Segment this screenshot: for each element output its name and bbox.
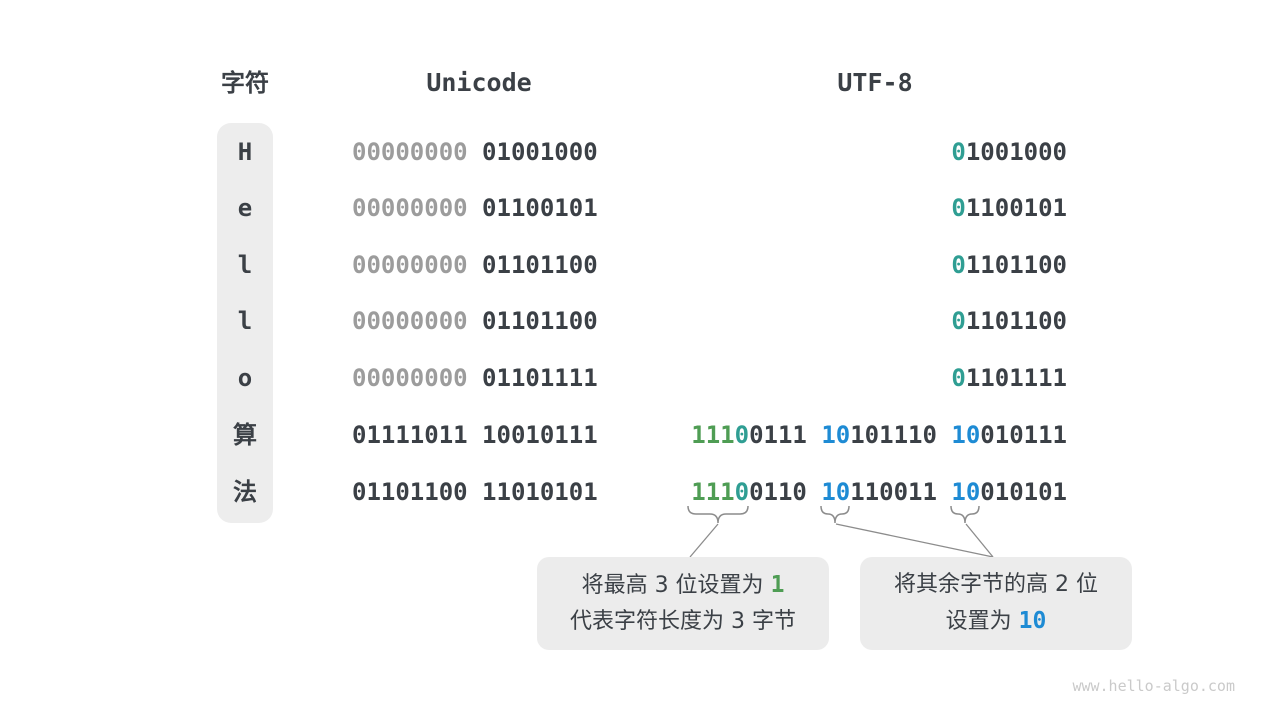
bit-segment-teal: 0 xyxy=(951,138,966,166)
bit-segment-dark: 101110 xyxy=(850,421,937,449)
underbrace-leading-bits xyxy=(687,505,749,524)
bit-segment-dark: 01101100 xyxy=(352,478,468,506)
utf8-bits: 01101100 xyxy=(951,250,1067,280)
callout-leading-highlight: 1 xyxy=(770,572,785,598)
bit-segment-dark: 1101100 xyxy=(965,307,1067,335)
column-header-unicode: Unicode xyxy=(426,68,532,97)
bit-segment-teal: 0 xyxy=(734,478,750,506)
utf8-bits: 01101111 xyxy=(951,363,1067,393)
utf8-bits: 01001000 xyxy=(951,137,1067,167)
unicode-bits: 00000000 01100101 xyxy=(352,193,598,223)
bit-segment-dark: 0111 xyxy=(749,421,807,449)
bit-segment-teal: 0 xyxy=(951,194,966,222)
bit-segment-dark: 1101111 xyxy=(965,364,1067,392)
bit-segment-dark: 010111 xyxy=(980,421,1067,449)
callout-continuation-line2-text: 设置为 xyxy=(945,609,1019,634)
unicode-bits: 01111011 10010111 xyxy=(352,420,598,450)
bit-segment-dark: 01001000 xyxy=(482,138,598,166)
bit-segment-dark: 1100101 xyxy=(965,194,1067,222)
character-column-pill xyxy=(217,123,273,523)
bit-segment-teal: 0 xyxy=(951,307,966,335)
unicode-bits: 00000000 01101100 xyxy=(352,306,598,336)
bit-segment-muted: 00000000 xyxy=(352,364,468,392)
bit-segment-blue: 10 xyxy=(951,478,981,506)
bit-segment-dark: 01111011 xyxy=(352,421,468,449)
column-header-character: 字符 xyxy=(221,69,269,97)
bit-segment-muted: 00000000 xyxy=(352,138,468,166)
bit-segment-dark: 01100101 xyxy=(482,194,598,222)
bit-segment-blue: 10 xyxy=(951,421,981,449)
character-cell: o xyxy=(237,364,253,392)
bit-segment-dark: 01101100 xyxy=(482,307,598,335)
unicode-bits: 00000000 01101111 xyxy=(352,363,598,393)
character-cell: l xyxy=(237,251,253,279)
watermark: www.hello-algo.com xyxy=(1072,677,1235,695)
utf8-bits: 01101100 xyxy=(951,306,1067,336)
callout-continuation-line1: 将其余字节的高 2 位 xyxy=(894,572,1098,597)
bit-segment-green: 111 xyxy=(691,478,735,506)
column-header-utf8: UTF-8 xyxy=(837,68,913,97)
character-cell: 法 xyxy=(233,478,257,506)
bit-segment-dark: 1101100 xyxy=(965,251,1067,279)
callout-leading-line1-text: 将最高 3 位设置为 xyxy=(581,573,771,598)
utf8-bits: 01100101 xyxy=(951,193,1067,223)
callout-leading-line1: 将最高 3 位设置为 1 xyxy=(582,567,785,604)
bit-segment-muted: 00000000 xyxy=(352,251,468,279)
callout-leading-line2: 代表字符长度为 3 字节 xyxy=(570,609,796,634)
character-cell: e xyxy=(237,194,253,222)
callout-continuation-highlight: 10 xyxy=(1018,608,1047,634)
bit-segment-dark: 01101111 xyxy=(482,364,598,392)
connector-line-right xyxy=(965,523,994,558)
bit-segment-muted: 00000000 xyxy=(352,307,468,335)
unicode-bits: 01101100 11010101 xyxy=(352,477,598,507)
bit-segment-teal: 0 xyxy=(951,364,966,392)
bit-segment-dark: 11010101 xyxy=(482,478,598,506)
utf8-bits: 11100111 10101110 10010111 xyxy=(691,420,1067,450)
connector-line-left xyxy=(689,523,719,558)
character-cell: H xyxy=(237,138,253,166)
bit-segment-dark: 010101 xyxy=(980,478,1067,506)
connector-line-mid xyxy=(835,523,994,558)
bit-segment-dark: 110011 xyxy=(850,478,937,506)
callout-continuation-line2: 设置为 10 xyxy=(946,603,1047,640)
underbrace-continuation-1 xyxy=(820,505,850,524)
bit-segment-dark: 1001000 xyxy=(965,138,1067,166)
bit-segment-blue: 10 xyxy=(821,478,851,506)
bit-segment-teal: 0 xyxy=(734,421,750,449)
bit-segment-dark: 0110 xyxy=(749,478,807,506)
bit-segment-muted: 00000000 xyxy=(352,194,468,222)
underbrace-continuation-2 xyxy=(950,505,980,524)
character-cell: l xyxy=(237,307,253,335)
utf8-bits: 11100110 10110011 10010101 xyxy=(691,477,1067,507)
unicode-bits: 00000000 01101100 xyxy=(352,250,598,280)
callout-continuation-bits: 将其余字节的高 2 位 设置为 10 xyxy=(860,557,1132,650)
bit-segment-dark: 01101100 xyxy=(482,251,598,279)
bit-segment-teal: 0 xyxy=(951,251,966,279)
bit-segment-green: 111 xyxy=(691,421,735,449)
callout-leading-bits: 将最高 3 位设置为 1 代表字符长度为 3 字节 xyxy=(537,557,829,650)
unicode-bits: 00000000 01001000 xyxy=(352,137,598,167)
bit-segment-dark: 10010111 xyxy=(482,421,598,449)
bit-segment-blue: 10 xyxy=(821,421,851,449)
character-cell: 算 xyxy=(233,421,257,449)
